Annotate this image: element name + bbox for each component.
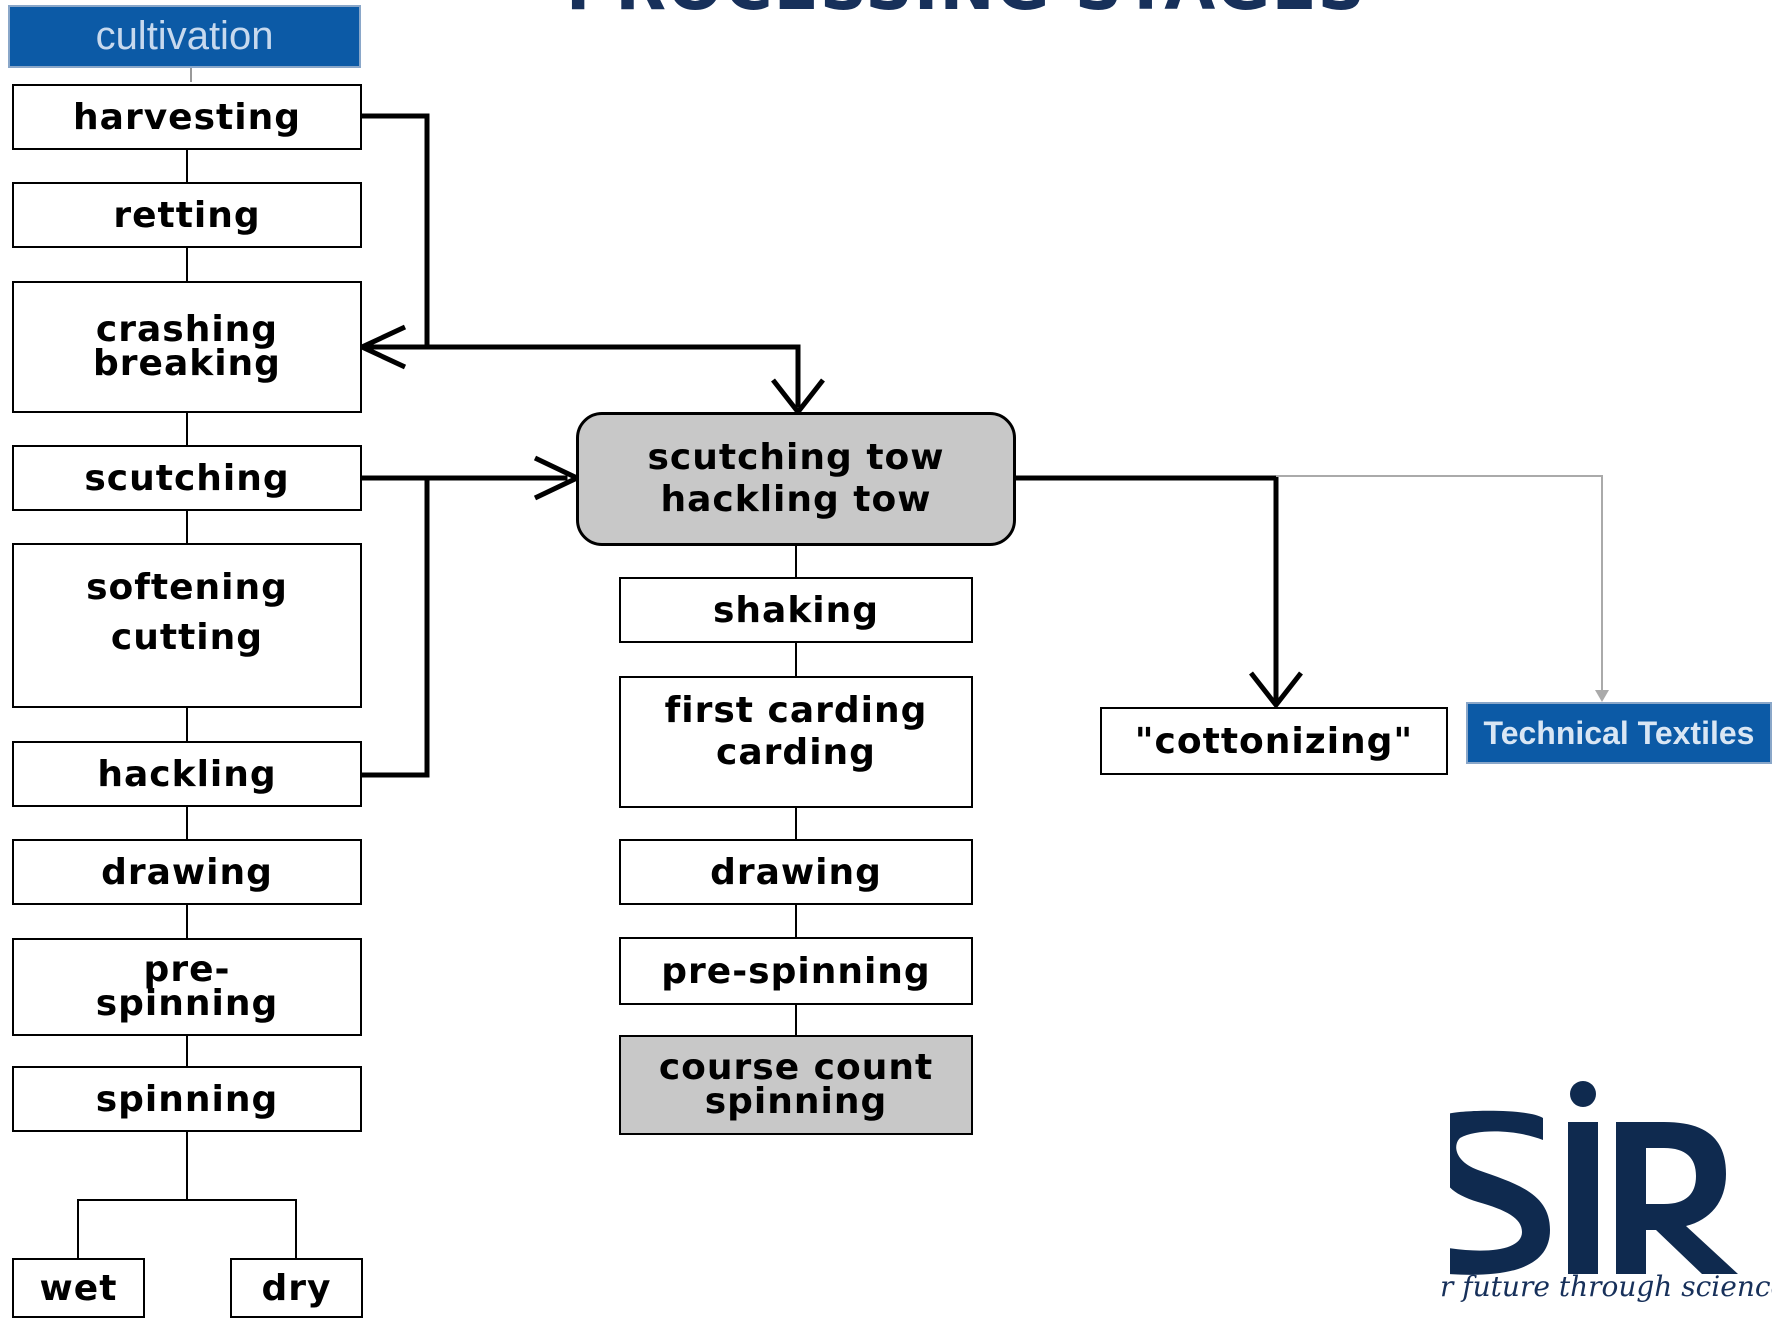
box-scutching-hackling-tow: scutching tow hackling tow	[576, 412, 1016, 546]
box-label: crashing breaking	[93, 309, 281, 384]
box-label: hackling	[97, 753, 277, 795]
box-scutching: scutching	[12, 445, 362, 511]
box-label: drawing	[710, 851, 882, 893]
box-dry: dry	[230, 1258, 363, 1318]
box-label: course count spinning	[658, 1047, 934, 1122]
arrowhead-left-icon	[356, 324, 407, 370]
box-tow-drawing: drawing	[619, 839, 973, 905]
box-label: scutching tow hackling tow	[647, 437, 945, 520]
box-hackling: hackling	[12, 741, 362, 807]
cultivation-label: cultivation	[95, 14, 274, 58]
box-crashing-breaking: crashing breaking	[12, 281, 362, 413]
cultivation-tag: cultivation	[8, 5, 361, 68]
box-label: softening cutting	[86, 567, 288, 658]
technical-textiles-tag: Technical Textiles	[1466, 702, 1772, 764]
box-label: retting	[113, 194, 261, 236]
box-label: scutching	[84, 457, 290, 499]
thick-arrow-lines	[356, 113, 1279, 778]
box-pre-spinning: pre- spinning	[12, 938, 362, 1036]
thin-gray-arrow	[1276, 475, 1603, 693]
box-label: pre-spinning	[661, 950, 931, 992]
box-wet: wet	[12, 1258, 145, 1318]
box-spinning: spinning	[12, 1066, 362, 1132]
csir-logo	[1450, 1070, 1750, 1310]
box-label: first carding carding	[664, 690, 928, 773]
page-title: PROCESSING STAGES	[0, 0, 1772, 22]
box-tow-pre-spinning: pre-spinning	[619, 937, 973, 1005]
box-first-carding: first carding carding	[619, 676, 973, 808]
box-harvesting: harvesting	[12, 84, 362, 150]
box-cottonizing: "cottonizing"	[1100, 707, 1448, 775]
arrowhead-down-icon	[1249, 671, 1303, 710]
box-label: shaking	[712, 589, 880, 631]
box-label: dry	[261, 1267, 332, 1309]
technical-textiles-label: Technical Textiles	[1483, 714, 1755, 751]
box-label: spinning	[95, 1078, 279, 1120]
box-retting: retting	[12, 182, 362, 248]
box-label: drawing	[101, 851, 273, 893]
box-label: wet	[39, 1267, 118, 1309]
box-course-count-spinning: course count spinning	[619, 1035, 973, 1135]
box-softening-cutting: softening cutting	[12, 543, 362, 708]
box-label: "cottonizing"	[1134, 720, 1414, 762]
logo-tagline: r future through science	[1440, 1270, 1772, 1303]
gray-arrowhead-icon	[1595, 690, 1609, 702]
thin-vertical-links	[77, 68, 797, 1260]
box-label: pre- spinning	[95, 949, 279, 1024]
box-drawing: drawing	[12, 839, 362, 905]
box-label: harvesting	[73, 96, 301, 138]
box-shaking: shaking	[619, 577, 973, 643]
